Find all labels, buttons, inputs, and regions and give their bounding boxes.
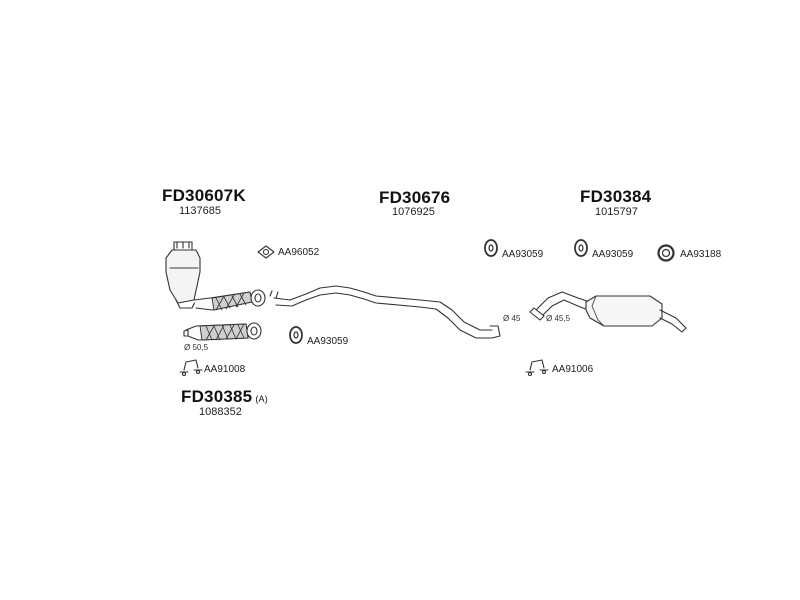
middle-pipe-icon bbox=[269, 285, 501, 339]
assembly-code-a: FD30385(A) bbox=[181, 387, 268, 407]
diameter-label: Ø 45 bbox=[503, 314, 521, 323]
assembly-code: FD30384 bbox=[580, 187, 652, 206]
front-pipe-lower-icon bbox=[183, 322, 262, 341]
assembly-ref: 1015797 bbox=[595, 206, 638, 218]
assembly-ref: 1076925 bbox=[392, 206, 435, 218]
clamp-icon bbox=[179, 359, 203, 377]
gasket-icon bbox=[257, 245, 275, 259]
diameter-label: Ø 45,5 bbox=[546, 314, 571, 323]
assembly-ref: 1137685 bbox=[179, 205, 222, 217]
assembly-note: (A) bbox=[255, 394, 268, 404]
part-label: AA93059 bbox=[307, 336, 349, 347]
catalytic-converter-icon bbox=[165, 241, 201, 309]
assembly-code: FD30385 bbox=[181, 387, 253, 406]
assembly-ref: 1088352 bbox=[199, 406, 242, 418]
diameter-label: Ø 50,5 bbox=[184, 343, 209, 352]
rubber-hanger-icon bbox=[574, 239, 588, 257]
assembly-code: FD30607K bbox=[162, 186, 246, 205]
part-label: AA96052 bbox=[278, 247, 320, 258]
rubber-hanger-icon bbox=[484, 239, 498, 257]
ring-hanger-icon bbox=[657, 244, 675, 262]
part-label: AA93059 bbox=[592, 249, 634, 260]
front-pipe-upper-icon bbox=[193, 289, 266, 311]
part-label: AA93059 bbox=[502, 249, 544, 260]
part-label: AA91008 bbox=[204, 364, 246, 375]
assembly-code: FD30676 bbox=[379, 188, 451, 207]
part-label: AA91006 bbox=[552, 364, 594, 375]
clamp-icon bbox=[525, 359, 549, 377]
part-label: AA93188 bbox=[680, 249, 722, 260]
rear-silencer-icon bbox=[529, 291, 687, 333]
rubber-hanger-icon bbox=[289, 326, 303, 344]
